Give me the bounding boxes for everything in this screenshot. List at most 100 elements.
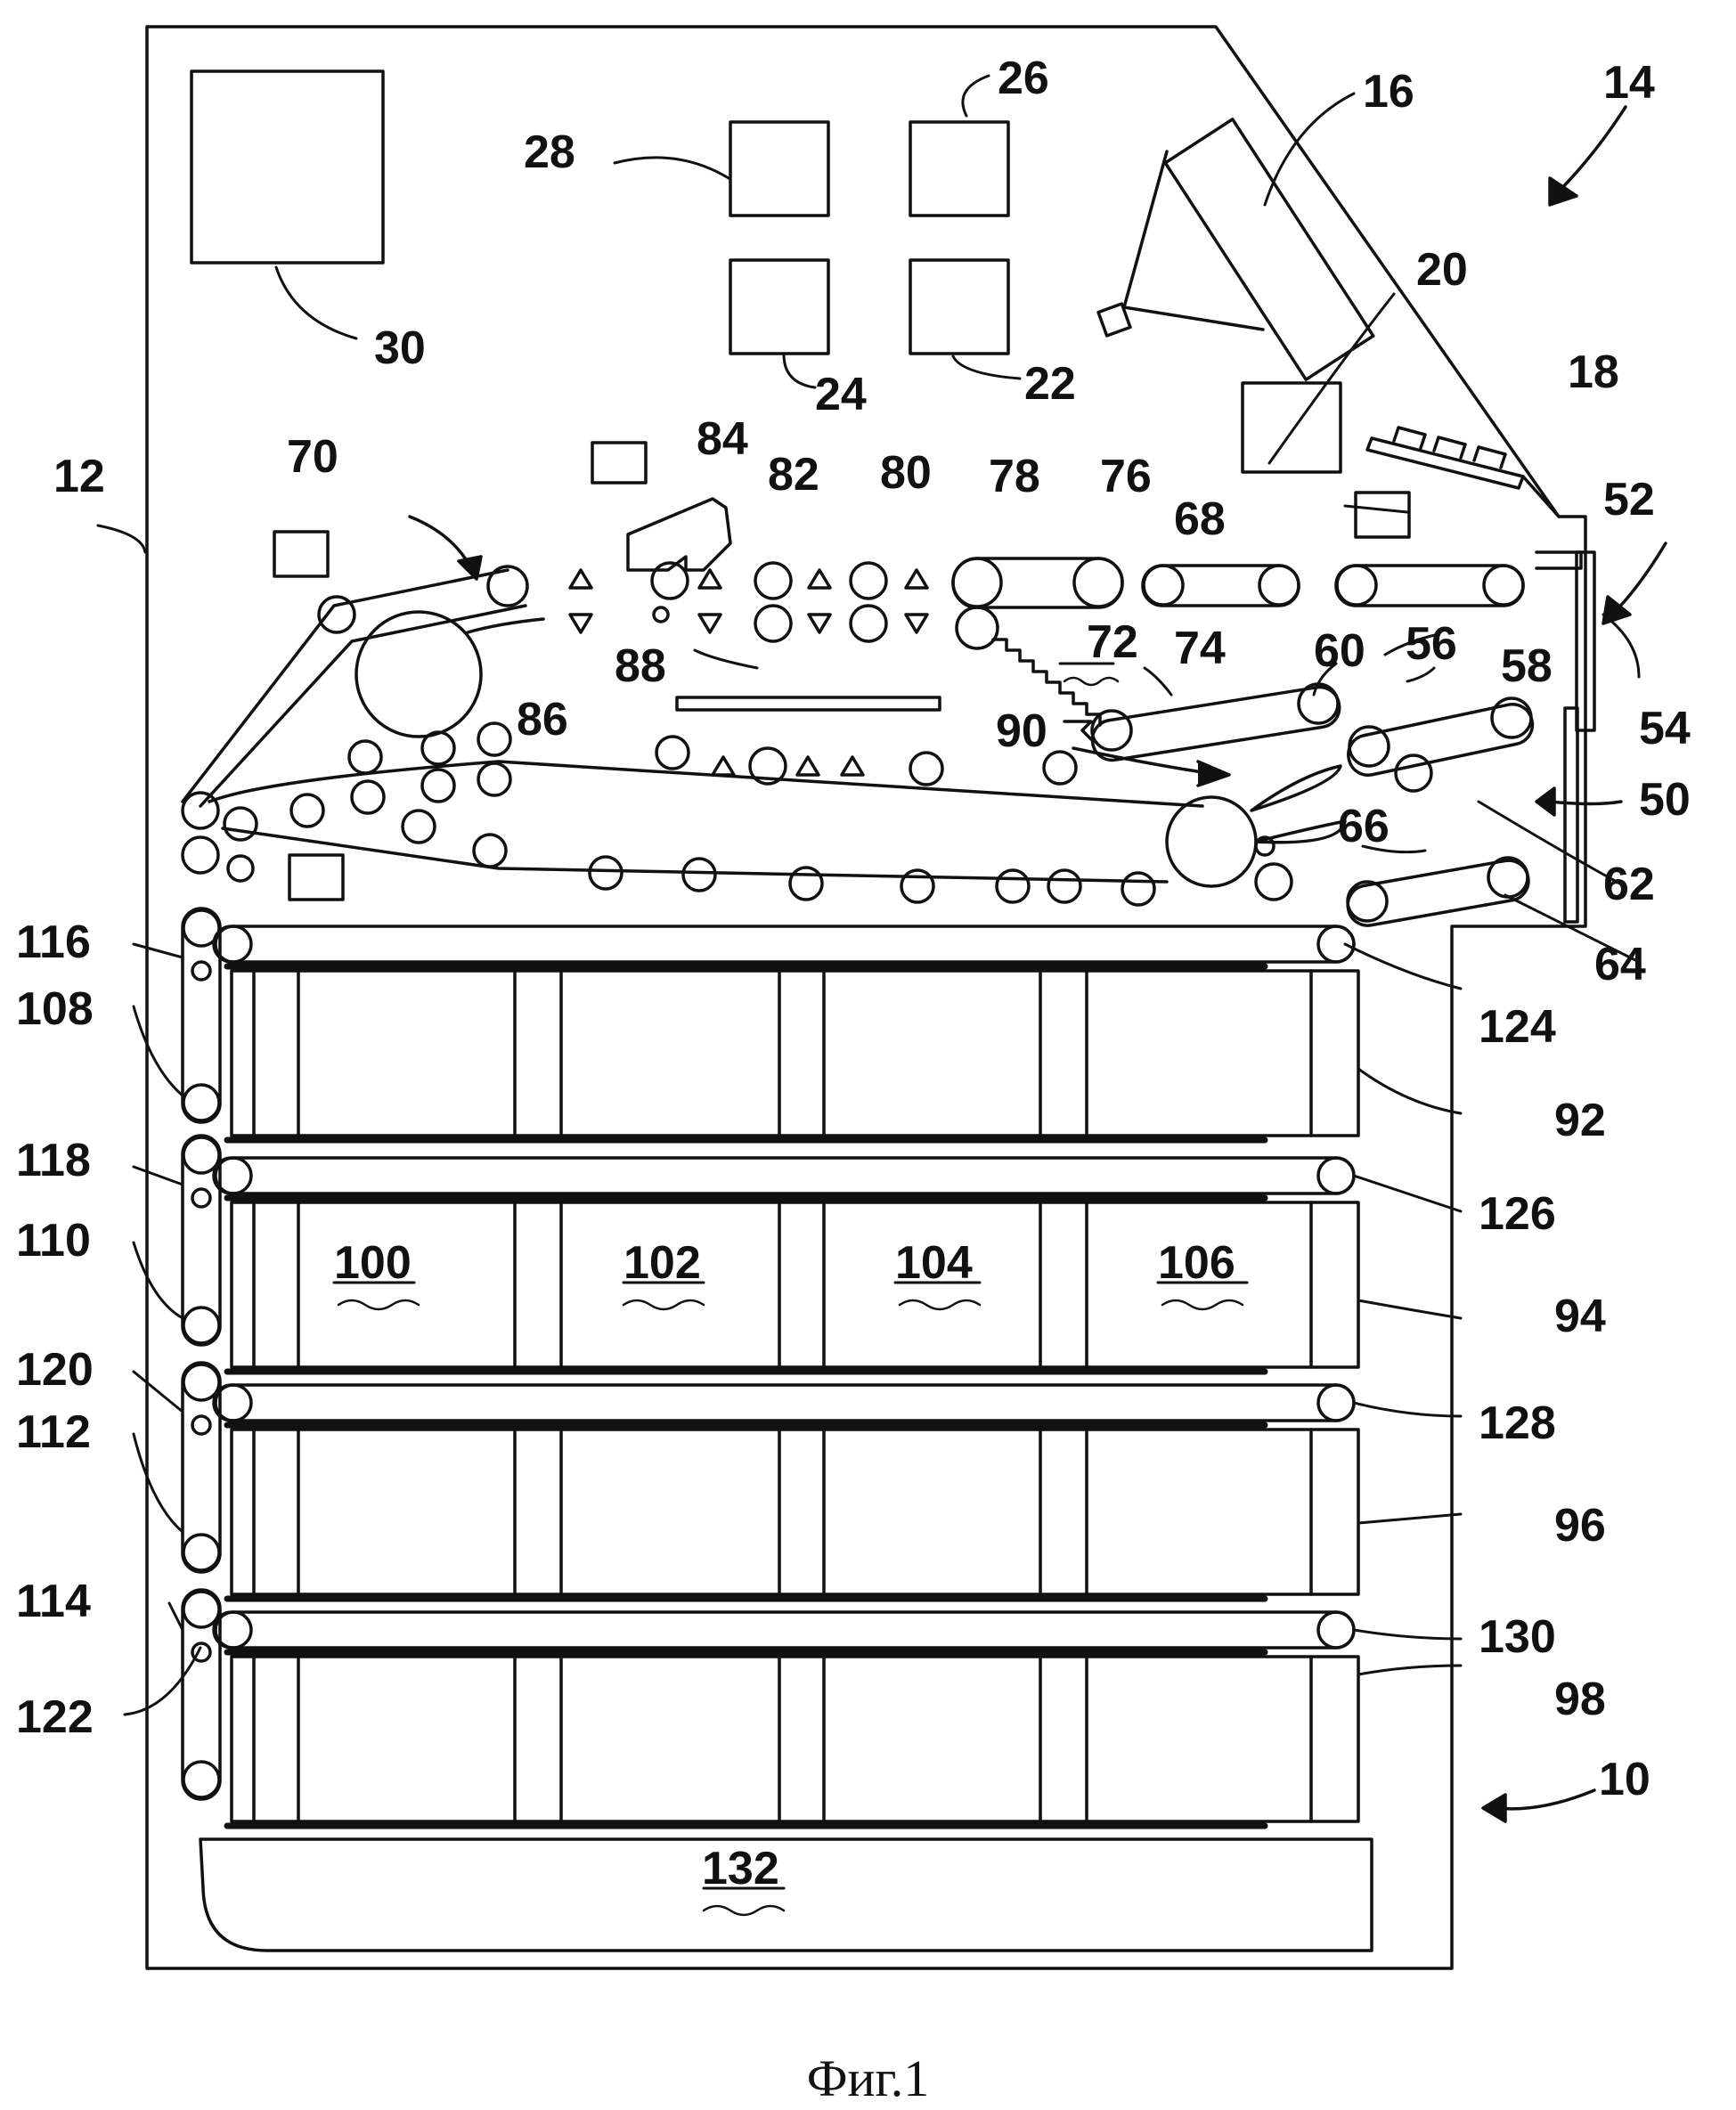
label-60: 60 bbox=[1314, 625, 1365, 677]
label-54: 54 bbox=[1639, 703, 1691, 754]
belt-74 bbox=[1089, 684, 1342, 762]
roller bbox=[1484, 566, 1523, 605]
label-92: 92 bbox=[1554, 1095, 1606, 1146]
label-22: 22 bbox=[1024, 358, 1076, 410]
label-88: 88 bbox=[615, 640, 666, 692]
main-drum bbox=[1167, 797, 1256, 886]
inlet-plate-18 bbox=[1367, 438, 1523, 488]
belt-64 bbox=[1345, 858, 1532, 929]
small-box-b bbox=[274, 532, 328, 576]
roller bbox=[1092, 711, 1131, 750]
label-28: 28 bbox=[524, 126, 575, 178]
label-96: 96 bbox=[1554, 1500, 1606, 1552]
vertical-transports bbox=[183, 908, 220, 1799]
label-12: 12 bbox=[53, 451, 105, 502]
label-74: 74 bbox=[1174, 623, 1226, 674]
roller bbox=[488, 566, 527, 606]
module-box-26 bbox=[910, 122, 1008, 216]
label-104: 104 bbox=[895, 1237, 973, 1289]
label-132: 132 bbox=[702, 1843, 779, 1894]
stair-90-tip bbox=[1064, 721, 1091, 739]
label-24: 24 bbox=[815, 369, 867, 420]
label-58: 58 bbox=[1501, 640, 1553, 692]
drum-leader bbox=[468, 619, 543, 632]
roller-62 bbox=[1396, 755, 1431, 791]
plate-88 bbox=[677, 697, 940, 710]
module-box-24 bbox=[730, 260, 828, 354]
reject-tray-132 bbox=[200, 1839, 1372, 1951]
belt-76 bbox=[1143, 566, 1299, 606]
label-20: 20 bbox=[1416, 244, 1468, 296]
cassette-98 bbox=[214, 1612, 1358, 1826]
label-78: 78 bbox=[989, 451, 1040, 502]
roller bbox=[1259, 566, 1299, 605]
label-106: 106 bbox=[1158, 1237, 1235, 1289]
label-52: 52 bbox=[1603, 474, 1655, 525]
label-76: 76 bbox=[1100, 451, 1152, 502]
label-66: 66 bbox=[1338, 801, 1390, 852]
drum-86 bbox=[356, 612, 481, 737]
roller bbox=[319, 597, 355, 632]
label-10: 10 bbox=[1599, 1754, 1650, 1805]
roller bbox=[1144, 566, 1183, 605]
roller bbox=[755, 563, 791, 599]
roller bbox=[1256, 864, 1292, 900]
roller bbox=[851, 563, 886, 599]
label-26: 26 bbox=[998, 53, 1049, 104]
label-64: 64 bbox=[1594, 939, 1646, 990]
inlet-edge bbox=[1523, 477, 1559, 517]
slot-lip bbox=[1536, 552, 1581, 568]
roller bbox=[1349, 727, 1389, 766]
roller bbox=[654, 607, 668, 622]
label-112: 112 bbox=[16, 1406, 91, 1458]
roller bbox=[755, 606, 791, 641]
label-84: 84 bbox=[697, 413, 748, 465]
roller bbox=[1337, 566, 1376, 605]
belt-78 bbox=[953, 558, 1122, 607]
label-16: 16 bbox=[1363, 66, 1414, 118]
arrowhead bbox=[1198, 762, 1229, 786]
slot-guide-50 bbox=[1565, 708, 1577, 922]
roller bbox=[1074, 558, 1122, 607]
small-box-a bbox=[592, 443, 646, 483]
label-102: 102 bbox=[623, 1237, 701, 1289]
label-110: 110 bbox=[16, 1215, 91, 1267]
small-box-68 bbox=[1356, 493, 1409, 537]
module-box-22 bbox=[910, 260, 1008, 354]
controller-box-30 bbox=[192, 71, 383, 263]
diverter-upper bbox=[1251, 766, 1341, 811]
label-18: 18 bbox=[1568, 346, 1619, 398]
label-82: 82 bbox=[768, 449, 819, 501]
label-50: 50 bbox=[1639, 774, 1691, 826]
label-90: 90 bbox=[996, 705, 1047, 757]
roller bbox=[851, 606, 886, 641]
label-108: 108 bbox=[16, 983, 94, 1035]
label-120: 120 bbox=[16, 1344, 94, 1396]
label-114: 114 bbox=[16, 1576, 91, 1627]
label-124: 124 bbox=[1479, 1001, 1556, 1053]
label-130: 130 bbox=[1479, 1611, 1556, 1663]
label-68: 68 bbox=[1174, 493, 1226, 545]
module-box-28 bbox=[730, 122, 828, 216]
label-86: 86 bbox=[517, 694, 568, 745]
small-box-c bbox=[289, 855, 343, 900]
label-56: 56 bbox=[1406, 618, 1457, 670]
label-126: 126 bbox=[1479, 1188, 1556, 1240]
label-122: 122 bbox=[16, 1691, 94, 1743]
label-30: 30 bbox=[374, 322, 426, 374]
label-128: 128 bbox=[1479, 1397, 1556, 1449]
label-118: 118 bbox=[16, 1135, 91, 1186]
roller bbox=[957, 607, 998, 648]
roller bbox=[1488, 858, 1528, 897]
roller bbox=[953, 558, 1001, 607]
label-80: 80 bbox=[880, 447, 932, 499]
label-14: 14 bbox=[1603, 57, 1655, 109]
label-62: 62 bbox=[1603, 859, 1655, 910]
roller bbox=[1348, 882, 1387, 921]
leader-lines bbox=[98, 76, 1639, 1817]
housing-outline bbox=[147, 27, 1585, 1968]
label-70: 70 bbox=[287, 431, 338, 483]
label-116: 116 bbox=[16, 917, 91, 968]
scanner-bar-16 bbox=[1165, 119, 1373, 379]
